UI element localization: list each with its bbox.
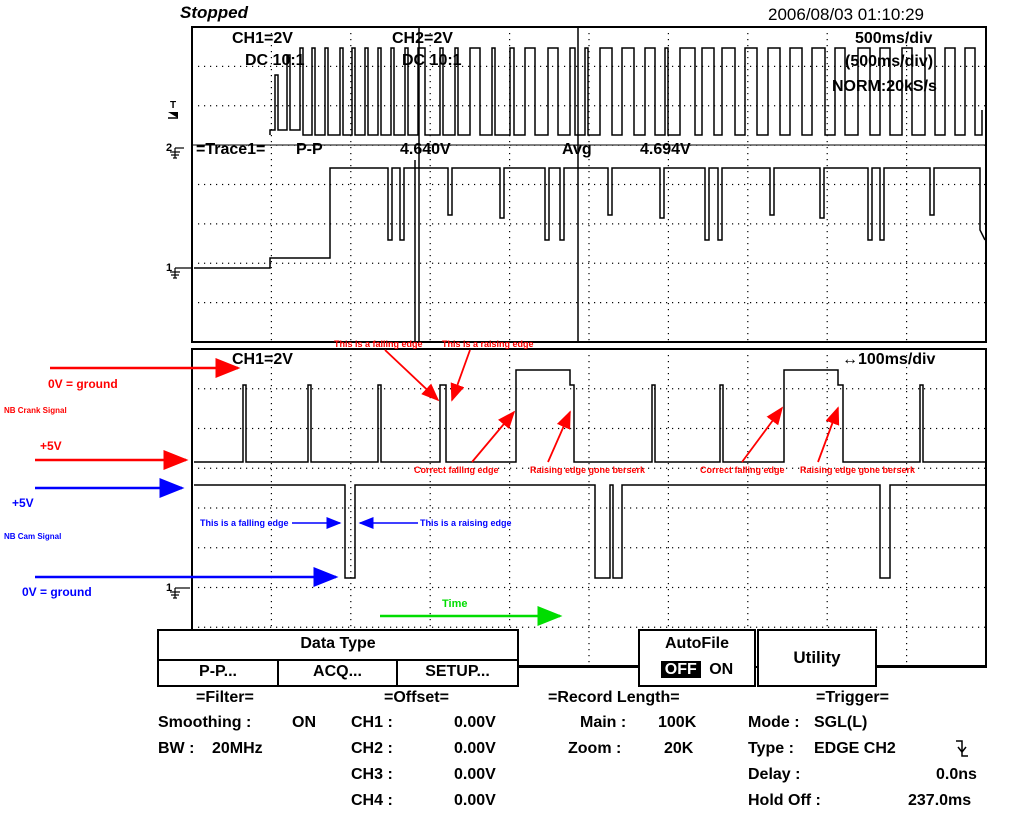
top-ch2-coupling: DC 10:1 — [402, 52, 462, 69]
smoothing-value: ON — [292, 714, 316, 731]
ch2-marker-label: 2 — [166, 142, 173, 154]
trigger-delay-label: Delay : — [748, 766, 801, 783]
offset-ch2-label: CH2 : — [351, 740, 393, 757]
zoom-ch1-scale: CH1=2V — [232, 351, 293, 368]
trigger-holdoff-value: 237.0ms — [908, 792, 972, 809]
top-ch2-trace — [194, 167, 986, 269]
trigger-type-value: EDGE CH2 — [814, 740, 896, 757]
record-zoom-label: Zoom : — [568, 740, 622, 757]
record-main-value: 100K — [658, 714, 697, 731]
pp-button[interactable]: P-P... — [199, 663, 237, 680]
raising-edge-note-top: This is a raising edge — [442, 339, 534, 349]
ch1-ground-marker-top[interactable] — [170, 267, 192, 279]
berserk-note-2: Raising edge gone berserk — [800, 465, 916, 475]
top-window-frame — [191, 26, 987, 343]
offset-ch2-value: 0.00V — [454, 740, 496, 757]
avg-name: Avg — [562, 141, 592, 158]
autofile-label: AutoFile — [665, 635, 729, 652]
ch2-ground-marker[interactable] — [170, 147, 184, 159]
zoom-window-frame — [191, 348, 987, 668]
crank-ground-label: 0V = ground — [48, 377, 118, 391]
trigger-delay-value: 0.0ns — [936, 766, 977, 783]
autofile-on-option[interactable]: ON — [709, 661, 734, 678]
top-ch1-coupling: DC 10:1 — [245, 52, 305, 69]
data-type-title: Data Type — [300, 635, 376, 652]
record-length-header: =Record Length= — [548, 689, 680, 706]
berserk-note-1: Raising edge gone berserk — [530, 465, 646, 475]
zoom-region-box — [418, 26, 579, 343]
autofile-toggle[interactable]: AutoFile OFF ON — [638, 629, 756, 687]
top-timebase: 500ms/div — [855, 30, 933, 47]
acq-button[interactable]: ACQ... — [313, 663, 362, 680]
smoothing-label: Smoothing : — [158, 714, 252, 731]
utility-label: Utility — [793, 648, 841, 667]
autofile-off-option[interactable]: OFF — [660, 661, 701, 678]
record-main-label: Main : — [580, 714, 627, 731]
falling-edge-note-top: This is a falling edge — [334, 339, 423, 349]
pp-value: 4.640V — [400, 141, 451, 158]
setup-button[interactable]: SETUP... — [425, 663, 490, 680]
status-state: Stopped — [180, 3, 248, 22]
data-type-menu: Data Type P-P... ACQ... SETUP... — [157, 629, 519, 687]
offset-header: =Offset= — [384, 689, 449, 706]
ch1-marker-label-bottom: 1 — [166, 582, 173, 594]
offset-ch4-value: 0.00V — [454, 792, 496, 809]
falling-edge-icon — [956, 740, 968, 757]
cam-raising-note: This is a raising edge — [420, 518, 512, 528]
trigger-mode-value: SGL(L) — [814, 714, 868, 731]
offset-ch1-label: CH1 : — [351, 714, 393, 731]
grid-dots — [198, 33, 986, 663]
top-acq-mode: NORM:20kS/s — [832, 78, 937, 95]
trigger-type-label: Type : — [748, 740, 794, 757]
top-ch1-trace — [269, 47, 983, 136]
trigger-mode-label: Mode : — [748, 714, 800, 731]
ch1-ground-marker-bottom[interactable] — [170, 587, 190, 599]
crank-5v-label: +5V — [40, 439, 62, 453]
utility-button[interactable]: Utility — [757, 629, 877, 687]
status-datetime: 2006/08/03 01:10:29 — [768, 5, 924, 24]
offset-ch1-value: 0.00V — [454, 714, 496, 731]
trace-label: =Trace1= — [196, 141, 266, 158]
bw-value: 20MHz — [212, 740, 263, 757]
filter-header: =Filter= — [196, 689, 254, 706]
top-zoom-timebase: (500ms/div) — [845, 53, 934, 70]
zoom-ch1-trace — [194, 369, 986, 463]
cam-ground-label: 0V = ground — [22, 585, 92, 599]
ch1-marker-label-top: 1 — [166, 262, 173, 274]
zoom-timebase: ↔100ms/div — [842, 351, 936, 368]
trigger-level-marker[interactable] — [168, 112, 178, 119]
pp-name: P-P — [296, 141, 323, 158]
crank-signal-label: NB Crank Signal — [4, 406, 67, 415]
record-zoom-value: 20K — [664, 740, 694, 757]
offset-ch3-value: 0.00V — [454, 766, 496, 783]
offset-ch3-label: CH3 : — [351, 766, 393, 783]
time-label: Time — [442, 598, 468, 610]
top-ch1-scale: CH1=2V — [232, 30, 293, 47]
correct-falling-note-2: Correct falling edge — [700, 465, 785, 475]
cam-falling-note: This is a falling edge — [200, 518, 289, 528]
top-ch2-scale: CH2=2V — [392, 30, 453, 47]
offset-ch4-label: CH4 : — [351, 792, 393, 809]
cam-5v-label: +5V — [12, 496, 34, 510]
zoom-ch2-trace — [194, 484, 986, 579]
trigger-marker-label: T — [170, 100, 177, 111]
correct-falling-note-1: Correct falling edge — [414, 465, 499, 475]
cam-signal-label: NB Cam Signal — [4, 532, 62, 541]
avg-value: 4.694V — [640, 141, 691, 158]
bw-label: BW : — [158, 740, 195, 757]
trigger-holdoff-label: Hold Off : — [748, 792, 821, 809]
trigger-header: =Trigger= — [816, 689, 889, 706]
